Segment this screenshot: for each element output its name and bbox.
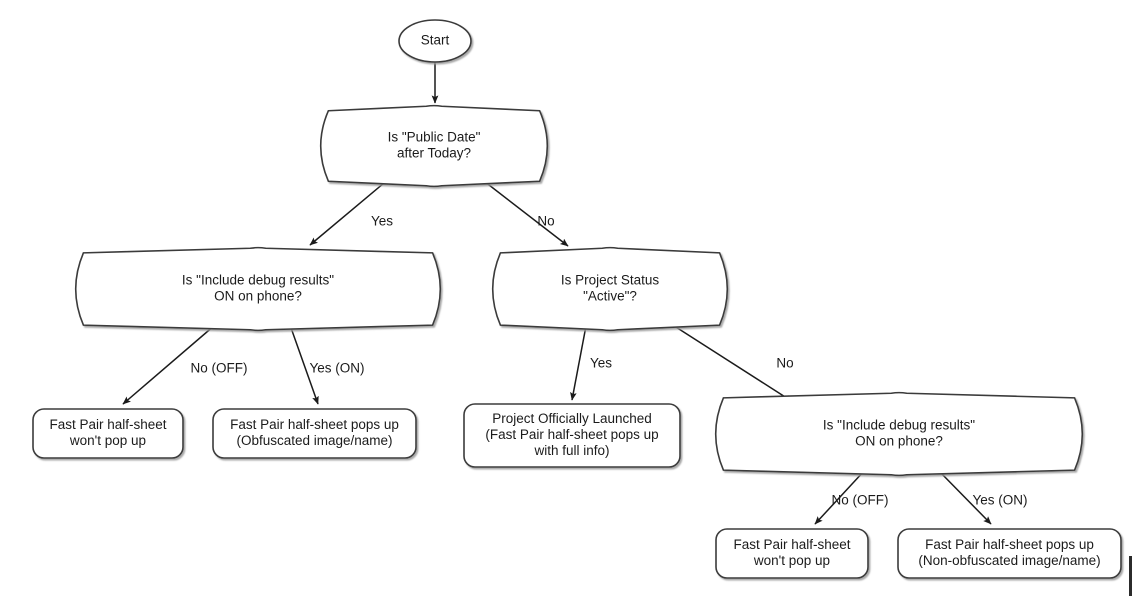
node-label-d-debug-right-line-0: Is "Include debug results" [823, 418, 975, 433]
flow-node-start[interactable]: Start [398, 19, 472, 63]
page-edge-artifact [1129, 556, 1132, 596]
node-label-t-launched-line-1: (Fast Pair half-sheet pops up [485, 427, 658, 442]
flow-node-d-debug-left[interactable]: Is "Include debug results"ON on phone? [74, 246, 442, 332]
node-label-d-public-date-line-1: after Today? [397, 146, 471, 161]
node-label-d-project-status-line-0: Is Project Status [561, 273, 660, 288]
node-label-t-launched-line-2: with full info) [533, 443, 609, 458]
flow-node-d-project-status[interactable]: Is Project Status"Active"? [491, 246, 729, 332]
edge-label-e-debugright-on: Yes (ON) [972, 493, 1027, 508]
node-label-t-left-on-line-1: (Obfuscated image/name) [236, 433, 392, 448]
flow-edge-e-date-yes [309, 177, 391, 246]
node-label-t-launched-line-0: Project Officially Launched [492, 411, 652, 426]
node-label-t-left-off-line-1: won't pop up [69, 433, 146, 448]
node-ellipse-start [398, 19, 472, 63]
node-diamond-d-project-status [491, 246, 729, 332]
flow-node-d-public-date[interactable]: Is "Public Date"after Today? [319, 104, 549, 188]
node-rect-t-right-on [897, 528, 1122, 579]
node-label-t-right-on-line-0: Fast Pair half-sheet pops up [925, 537, 1094, 552]
flow-edge-e-debugleft-on [289, 324, 319, 405]
node-diamond-d-debug-left [74, 246, 442, 332]
node-rect-t-launched [463, 403, 681, 468]
flow-edge-e-date-no [479, 177, 569, 247]
edge-label-e-debugleft-on: Yes (ON) [309, 361, 364, 376]
flow-node-t-left-on[interactable]: Fast Pair half-sheet pops up(Obfuscated … [212, 408, 417, 459]
node-label-d-debug-right-line-1: ON on phone? [855, 434, 943, 449]
flow-node-t-right-on[interactable]: Fast Pair half-sheet pops up(Non-obfusca… [897, 528, 1122, 579]
node-label-d-public-date-line-0: Is "Public Date" [388, 130, 481, 145]
node-label-t-right-off-line-0: Fast Pair half-sheet [733, 537, 850, 552]
node-label-d-debug-left-line-1: ON on phone? [214, 289, 302, 304]
node-label-start-line-0: Start [421, 33, 450, 48]
flow-node-t-launched[interactable]: Project Officially Launched(Fast Pair ha… [463, 403, 681, 468]
edge-label-e-debugright-off: No (OFF) [832, 493, 889, 508]
flow-edge-e-debugright-off [814, 469, 866, 525]
node-label-d-debug-left-line-0: Is "Include debug results" [182, 273, 334, 288]
edge-label-e-date-yes: Yes [371, 214, 393, 229]
node-diamond-d-public-date [319, 104, 549, 188]
flow-edge-e-status-no [667, 321, 794, 403]
node-rect-t-left-on [212, 408, 417, 459]
edge-label-e-debugleft-off: No (OFF) [191, 361, 248, 376]
flow-edge-e-debugleft-off [122, 324, 216, 405]
node-rect-t-right-off [715, 528, 869, 579]
flow-edge-e-debugright-on [937, 469, 992, 525]
edge-label-e-date-no: No [537, 214, 554, 229]
node-diamond-d-debug-right [714, 391, 1084, 477]
node-label-t-left-off-line-0: Fast Pair half-sheet [49, 417, 166, 432]
flow-edge-e-status-yes [570, 325, 587, 401]
edge-label-e-status-no: No [776, 356, 793, 371]
node-label-t-left-on-line-0: Fast Pair half-sheet pops up [230, 417, 399, 432]
edge-label-e-status-yes: Yes [590, 356, 612, 371]
node-label-t-right-on-line-1: (Non-obfuscated image/name) [918, 553, 1100, 568]
node-rect-t-left-off [32, 408, 184, 459]
nodes-layer: Start Is "Public Date"after Today? Is "Inc… [32, 19, 1122, 579]
node-label-t-right-off-line-1: won't pop up [753, 553, 830, 568]
node-label-d-project-status-line-1: "Active"? [583, 289, 637, 304]
flow-node-d-debug-right[interactable]: Is "Include debug results"ON on phone? [714, 391, 1084, 477]
edges-layer [122, 62, 992, 525]
